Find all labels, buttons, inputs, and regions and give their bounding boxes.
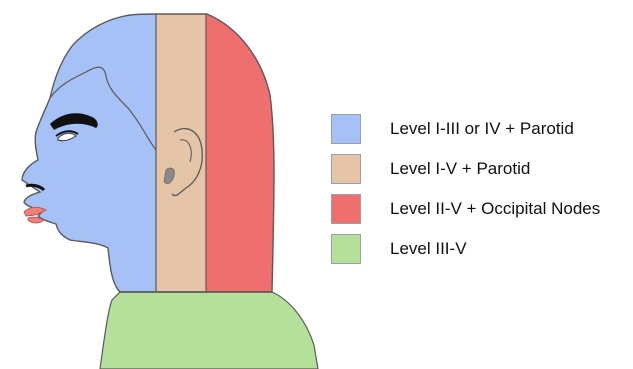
legend-item: Level III-V xyxy=(331,233,467,265)
green-region xyxy=(100,292,318,369)
legend-item: Level I-V + Parotid xyxy=(331,153,530,185)
red-swatch-icon xyxy=(331,194,361,224)
blue-region xyxy=(0,0,156,300)
legend-label: Level III-V xyxy=(390,239,467,259)
tan-region xyxy=(156,0,206,300)
legend-item: Level II-V + Occipital Nodes xyxy=(331,193,600,225)
legend-label: Level II-V + Occipital Nodes xyxy=(390,199,600,219)
green-swatch-icon xyxy=(331,234,361,264)
blue-swatch-icon xyxy=(331,114,361,144)
legend-item: Level I-III or IV + Parotid xyxy=(331,113,574,145)
tan-swatch-icon xyxy=(331,154,361,184)
legend-label: Level I-V + Parotid xyxy=(390,159,530,179)
legend-label: Level I-III or IV + Parotid xyxy=(390,119,574,139)
